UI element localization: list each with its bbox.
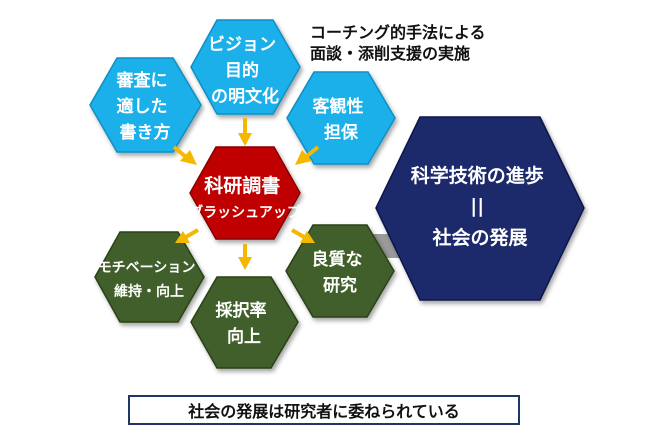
arrow-center-to-saitaku (238, 244, 252, 270)
hex-ryoshitsu-line-2: 研究 (323, 275, 357, 296)
svg-text:良質な 研究: 良質な 研究 (312, 249, 369, 296)
hex-kyakkan-line-2: 担保 (324, 122, 359, 143)
hex-vision-line-2: 目的 (225, 60, 259, 81)
hex-vision: ビジョン 目的 の明文化 (190, 19, 301, 115)
svg-text:ビジョン 目的 の明文化: ビジョン 目的 の明文化 (208, 35, 282, 107)
caption-text: 社会の発展は研究者に委ねられている (188, 402, 460, 421)
hex-progress-line-3: 社会の発展 (431, 226, 527, 249)
svg-text:科学技術の進歩 || 社会の発展: 科学技術の進歩 || 社会の発展 (411, 164, 550, 249)
arrow-kyakkan-to-center (295, 145, 320, 165)
hex-kyakkan-line-1: 客観性 (312, 96, 364, 117)
svg-text:コーチング的手法による 面談・添削支援の実施: コーチング的手法による 面談・添削支援の実施 (310, 23, 491, 63)
hex-ryoshitsu-line-1: 良質な (312, 249, 363, 270)
caption-box: 社会の発展は研究者に委ねられている (128, 395, 520, 425)
hex-motivation: モチベーション 維持・向上 (94, 231, 205, 323)
note-line-1: コーチング的手法による (310, 23, 486, 42)
svg-text:審査に 適した 書き方: 審査に 適した 書き方 (116, 70, 174, 143)
hex-shinsa-line-2: 適した (117, 96, 168, 117)
arrow-center-to-motivation (175, 228, 200, 243)
hex-progress-line-1: 科学技術の進歩 (411, 164, 544, 187)
arrow-vision-to-center (238, 118, 252, 146)
hex-center-line-1: 科研調書 (204, 174, 280, 197)
svg-text:採択率 向上: 採択率 向上 (216, 300, 273, 347)
hex-motivation-line-1: モチベーション (98, 260, 196, 276)
hex-shinsa: 審査に 適した 書き方 (89, 57, 202, 153)
note-line-2: 面談・添削支援の実施 (310, 44, 470, 63)
hex-shinsa-line-3: 書き方 (120, 122, 171, 143)
arrow-shinsa-to-center (172, 145, 197, 165)
hex-vision-line-3: の明文化 (211, 86, 279, 107)
hex-center-line-2: ブラッシュアップ (189, 204, 302, 221)
hex-center: 科研調書 ブラッシュアップ (189, 146, 302, 240)
hex-saitaku-line-2: 向上 (227, 326, 261, 347)
hex-saitaku-line-1: 採択率 (216, 300, 267, 321)
hex-progress: 科学技術の進歩 || 社会の発展 (375, 116, 585, 301)
hex-vision-line-1: ビジョン (208, 35, 276, 55)
svg-text:科研調書 ブラッシュアップ: 科研調書 ブラッシュアップ (189, 174, 302, 221)
hex-kyakkan: 客観性 担保 (286, 71, 396, 165)
hex-saitaku: 採択率 向上 (190, 276, 299, 369)
arrow-center-to-ryoshitsu (290, 228, 315, 243)
svg-text:客観性 担保: 客観性 担保 (312, 96, 370, 143)
hex-shinsa-line-1: 審査に (116, 70, 168, 91)
svg-text:モチベーション 維持・向上: モチベーション 維持・向上 (98, 260, 201, 300)
hex-ryoshitsu: 良質な 研究 (285, 224, 395, 318)
hex-motivation-line-2: 維持・向上 (114, 283, 184, 300)
hex-progress-line-2: || (470, 195, 484, 217)
